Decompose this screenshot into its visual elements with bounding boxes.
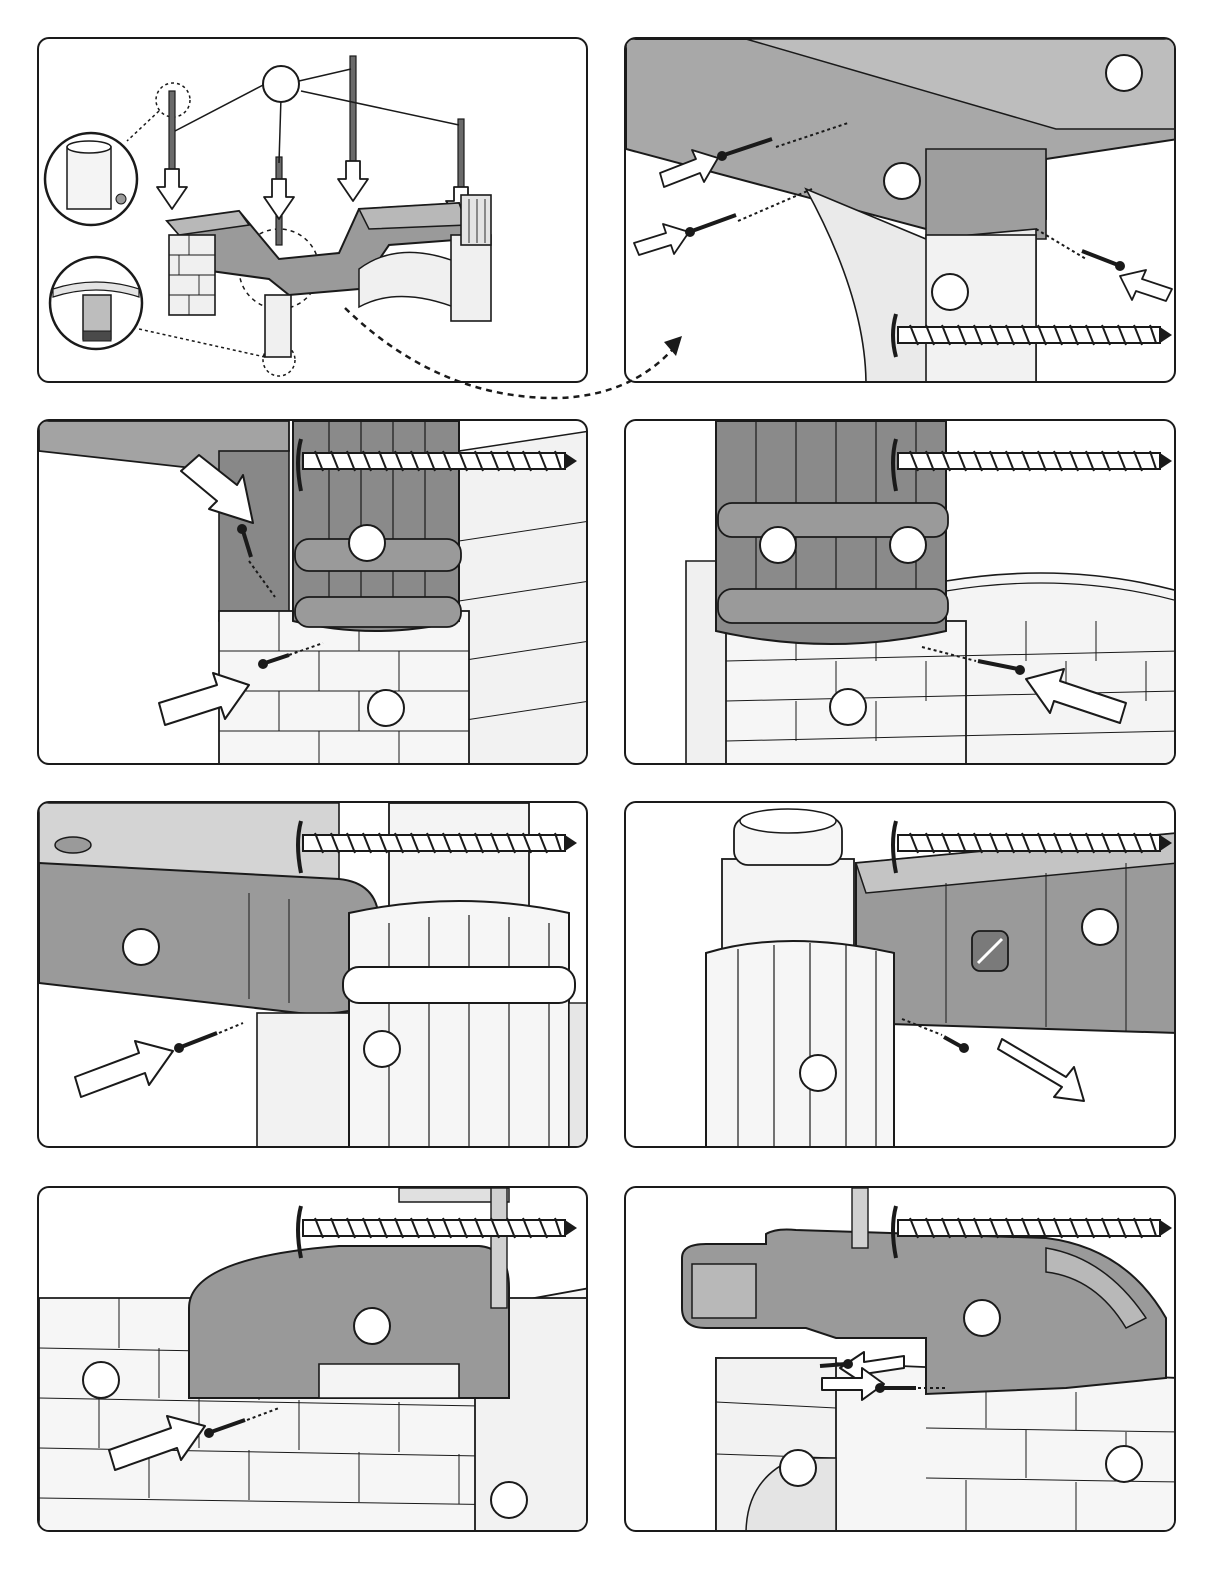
callout-circle xyxy=(263,66,299,102)
panel-tower-right xyxy=(624,801,1176,1148)
wall-left-illustration xyxy=(39,1188,588,1532)
wall-right-illustration xyxy=(626,1188,1176,1532)
callout-circle xyxy=(354,1308,390,1344)
callout-circle xyxy=(932,274,968,310)
callout-circle xyxy=(1106,55,1142,91)
callout-circle xyxy=(890,527,926,563)
callout-circle xyxy=(83,1362,119,1398)
callout-circle xyxy=(760,527,796,563)
overview-illustration xyxy=(39,39,588,383)
panel-wall-right xyxy=(624,1186,1176,1532)
panel-barrel-right xyxy=(624,419,1176,765)
callout-circle xyxy=(368,690,404,726)
panel-wall-left xyxy=(37,1186,588,1532)
tower-left-illustration xyxy=(39,803,588,1148)
tower-right-illustration xyxy=(626,803,1176,1148)
callout-circle xyxy=(123,929,159,965)
callout-circle xyxy=(800,1055,836,1091)
callout-circle xyxy=(1082,909,1118,945)
barrel-right-illustration xyxy=(626,421,1176,765)
callout-circle xyxy=(780,1450,816,1486)
callout-circle xyxy=(884,163,920,199)
callout-circle xyxy=(364,1031,400,1067)
panel-corner-top-right xyxy=(624,37,1176,383)
panel-overview xyxy=(37,37,588,383)
corner-top-right-illustration xyxy=(626,39,1176,383)
callout-circle xyxy=(349,525,385,561)
barrel-left-illustration xyxy=(39,421,588,765)
callout-circle xyxy=(1106,1446,1142,1482)
callout-circle xyxy=(964,1300,1000,1336)
panel-tower-left xyxy=(37,801,588,1148)
panel-barrel-left xyxy=(37,419,588,765)
callout-circle xyxy=(491,1482,527,1518)
callout-circle xyxy=(830,689,866,725)
